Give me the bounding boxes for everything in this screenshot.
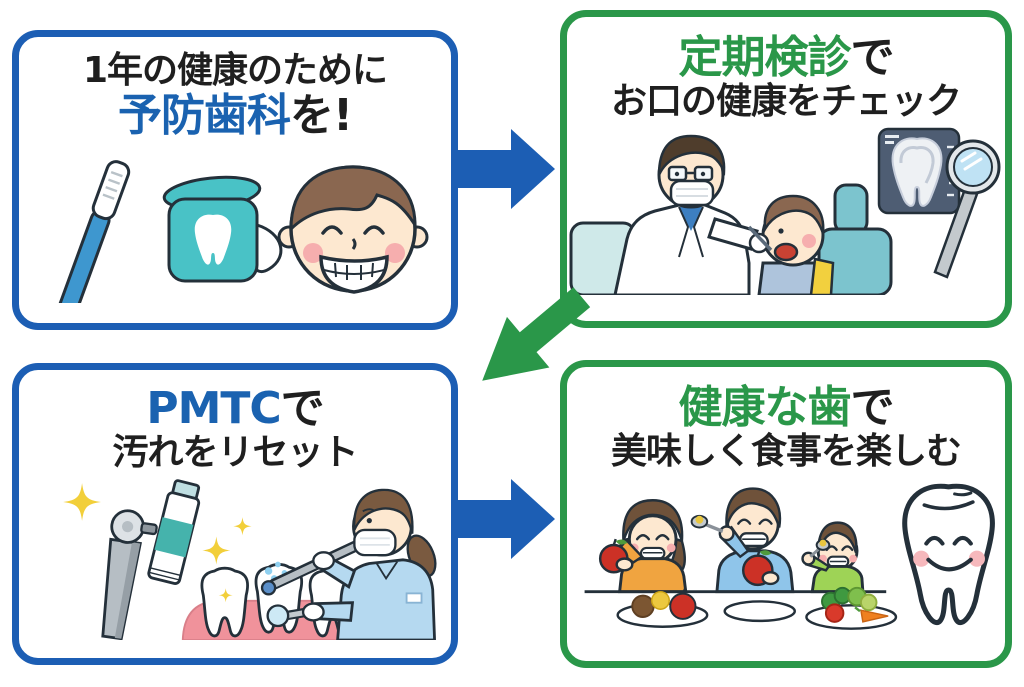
toothpaste-tube-icon [147, 478, 201, 585]
dentist-illustration [613, 134, 773, 295]
panel-prevention-title-line2: 予防歯科を! [117, 90, 353, 142]
panel-healthy-title-line1: 健康な歯で [678, 382, 895, 433]
panel-pmtc-title-line1: PMTCで [146, 383, 324, 434]
polishing-handpiece-icon [101, 508, 158, 640]
dental-chair [817, 183, 893, 295]
patient-illustration [757, 194, 835, 295]
child-figure [801, 520, 865, 593]
arrow-prevention-to-checkup [455, 129, 555, 209]
panel-pmtc: PMTCで 汚れをリセット [12, 363, 458, 665]
panel-checkup: 定期検診で お口の健康をチェック [560, 10, 1012, 328]
healthy-illustration [584, 483, 995, 630]
dental-floss-icon [162, 175, 283, 283]
empty-plate [723, 599, 796, 622]
arrow-pmtc-to-healthy [455, 479, 555, 559]
panel-healthy-title-line2: 美味しく食事を楽しむ [610, 431, 962, 473]
panel-prevention-title: 1年の健康のために 予防歯科を! [19, 37, 451, 141]
smiling-boy-illustration [277, 164, 429, 294]
pmtc-illustration [63, 478, 437, 640]
toothbrush-icon [55, 159, 131, 303]
dental-probe-icon [747, 225, 773, 251]
smiling-tooth-character [902, 483, 995, 625]
dentist-glove [748, 232, 770, 253]
panel-healthy-title: 健康な歯で 美味しく食事を楽しむ [567, 367, 1005, 473]
panel-prevention-title-line1: 1年の健康のために [82, 50, 388, 91]
panel-healthy: 健康な歯で 美味しく食事を楽しむ [560, 360, 1012, 668]
panel-checkup-title-line2: お口の健康をチェック [610, 81, 962, 123]
arrow-checkup-to-pmtc [482, 287, 591, 381]
prevention-illustration [55, 159, 429, 303]
panel-checkup-title: 定期検診で お口の健康をチェック [567, 17, 1005, 123]
panel-prevention: 1年の健康のために 予防歯科を! [12, 30, 458, 330]
dental-hygienist-illustration [301, 488, 437, 640]
vegetable-plate [805, 586, 898, 630]
mother-figure [598, 498, 688, 593]
sparkle-icon [63, 482, 252, 565]
fruit-plate [616, 588, 709, 628]
panel-pmtc-title-line2: 汚れをリセット [112, 432, 358, 474]
checkup-illustration [569, 127, 1001, 295]
dental-mirror-icon [933, 139, 1001, 279]
family-eating-illustration [584, 486, 898, 630]
father-figure [690, 486, 795, 593]
tooth-xray-icon [877, 127, 961, 214]
panel-checkup-title-line1: 定期検診で [678, 32, 895, 83]
panel-pmtc-title: PMTCで 汚れをリセット [19, 370, 451, 474]
